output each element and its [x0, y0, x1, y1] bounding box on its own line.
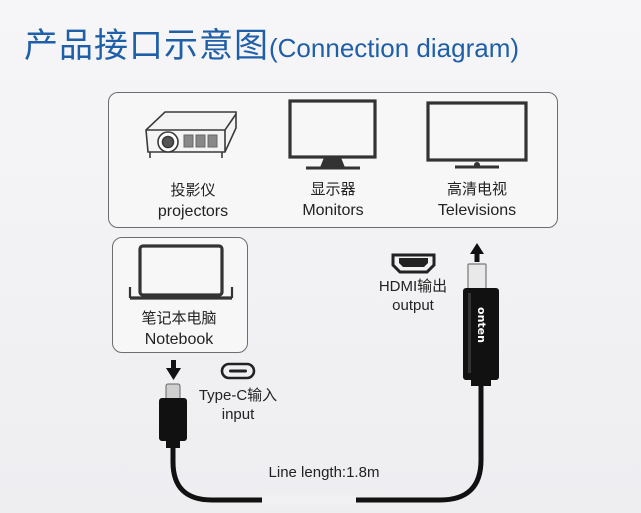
typec-input-line1: Type-C输入 [198, 387, 278, 404]
page-title: 产品接口示意图(Connection diagram) [24, 18, 519, 67]
title-english: (Connection diagram) [269, 33, 520, 63]
projector-icon [145, 111, 237, 158]
cable-length-label: Line length:1.8m [258, 463, 390, 482]
usb-c-plug [159, 383, 187, 448]
usb-c-port-icon [220, 362, 256, 380]
television-label: 高清电视 Televisions [422, 178, 532, 222]
cable-length-text: Line length:1.8m [268, 464, 380, 481]
monitor-label: 显示器 Monitors [283, 178, 383, 222]
notebook-label: 笔记本电脑 Notebook [119, 307, 239, 351]
projector-label-cn: 投影仪 [170, 181, 216, 199]
brand-logo: onten [475, 307, 488, 343]
monitor-icon [288, 99, 377, 170]
typec-input-label: Type-C输入 input [193, 386, 283, 424]
hdmi-output-label: HDMI输出 output [371, 277, 455, 315]
hdmi-output-line2: output [392, 297, 434, 314]
hdmi-output-line1: HDMI输出 [378, 278, 448, 295]
monitor-label-en: Monitors [302, 202, 364, 219]
television-label-en: Televisions [437, 202, 517, 219]
typec-input-line2: input [221, 406, 255, 423]
hdmi-plug [463, 263, 499, 386]
notebook-label-cn: 笔记本电脑 [141, 309, 217, 327]
notebook-label-en: Notebook [144, 331, 214, 348]
projector-label: 投影仪 projectors [143, 179, 243, 223]
monitor-label-cn: 显示器 [310, 180, 356, 198]
projector-label-en: projectors [157, 203, 229, 220]
cable [170, 382, 484, 505]
television-icon [426, 101, 528, 169]
title-chinese: 产品接口示意图 [24, 26, 269, 66]
television-label-cn: 高清电视 [446, 180, 507, 198]
down-arrow-icon [166, 360, 181, 380]
up-arrow-icon [470, 243, 484, 262]
laptop-icon [128, 244, 234, 300]
hdmi-port-icon [391, 253, 436, 274]
